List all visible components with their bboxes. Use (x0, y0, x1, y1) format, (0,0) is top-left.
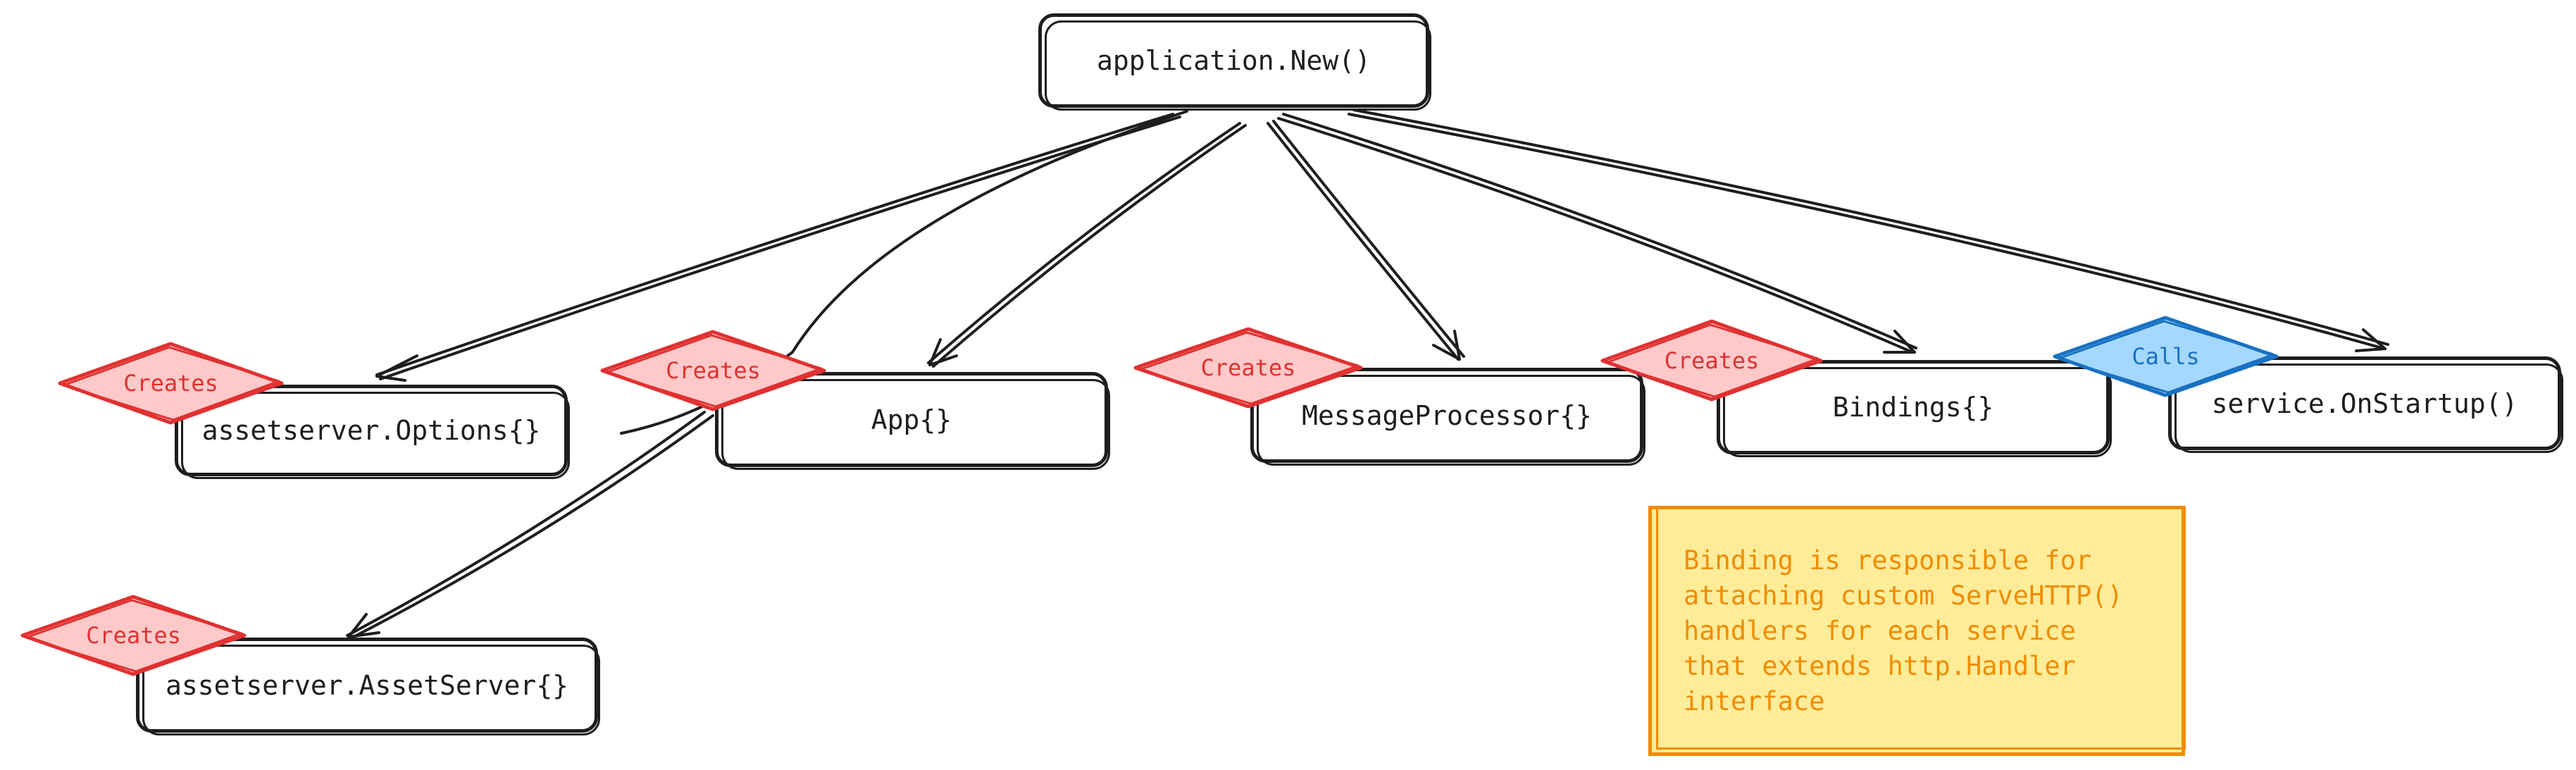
note-line: attaching custom ServeHTTP() (1684, 580, 2123, 611)
edge-root-to-message-processor (1267, 120, 1465, 361)
diamond-shape (1133, 327, 1363, 409)
edge-label-app: Creates (599, 329, 828, 412)
edge-root-to-asset-server (346, 110, 1188, 639)
edge-root-to-app (927, 122, 1247, 368)
diamond-shape (58, 342, 284, 425)
edge-root-to-bindings (1277, 113, 1917, 354)
node-label: MessageProcessor{} (1302, 399, 1592, 431)
binding-note: Binding is responsible for attaching cus… (1648, 506, 2186, 756)
edge-label-options: Creates (56, 341, 285, 426)
edge-label-text: Creates (1664, 347, 1760, 374)
edge-label-on-startup: Calls (2051, 315, 2280, 398)
diamond-shape (2053, 316, 2279, 397)
diamond-shape (600, 330, 826, 411)
edge-label-asset-server: Creates (19, 594, 248, 677)
node-application-new[interactable]: application.New() (1038, 13, 1431, 111)
node-label: service.OnStartup() (2211, 387, 2518, 419)
edge-label-text: Creates (666, 357, 761, 384)
node-label: App{} (871, 404, 952, 435)
edge-label-text: Creates (86, 622, 181, 649)
edge-label-bindings: Creates (1599, 318, 1824, 402)
node-label: application.New() (1097, 45, 1371, 76)
note-line: handlers for each service (1684, 616, 2076, 646)
edge-label-text: Creates (1200, 354, 1296, 381)
node-assetserver-assetserver[interactable]: assetserver.AssetServer{} (136, 638, 600, 735)
node-label: assetserver.AssetServer{} (166, 669, 568, 701)
note-line: that extends http.Handler (1684, 651, 2076, 681)
edge-root-to-options (375, 113, 1181, 382)
edge-label-text: Creates (123, 370, 218, 397)
diamond-shape (20, 595, 247, 676)
note-line: Binding is responsible for (1684, 545, 2092, 576)
node-message-processor[interactable]: MessageProcessor{} (1250, 368, 1645, 466)
edge-label-message-processor: Creates (1132, 326, 1364, 409)
note-line: interface (1684, 686, 1825, 716)
diamond-shape (1600, 319, 1823, 402)
node-label: assetserver.Options{} (201, 415, 541, 446)
edge-root-to-on-startup (1348, 108, 2389, 352)
node-label: Bindings{} (1832, 392, 1994, 423)
edge-label-text: Calls (2132, 343, 2200, 370)
